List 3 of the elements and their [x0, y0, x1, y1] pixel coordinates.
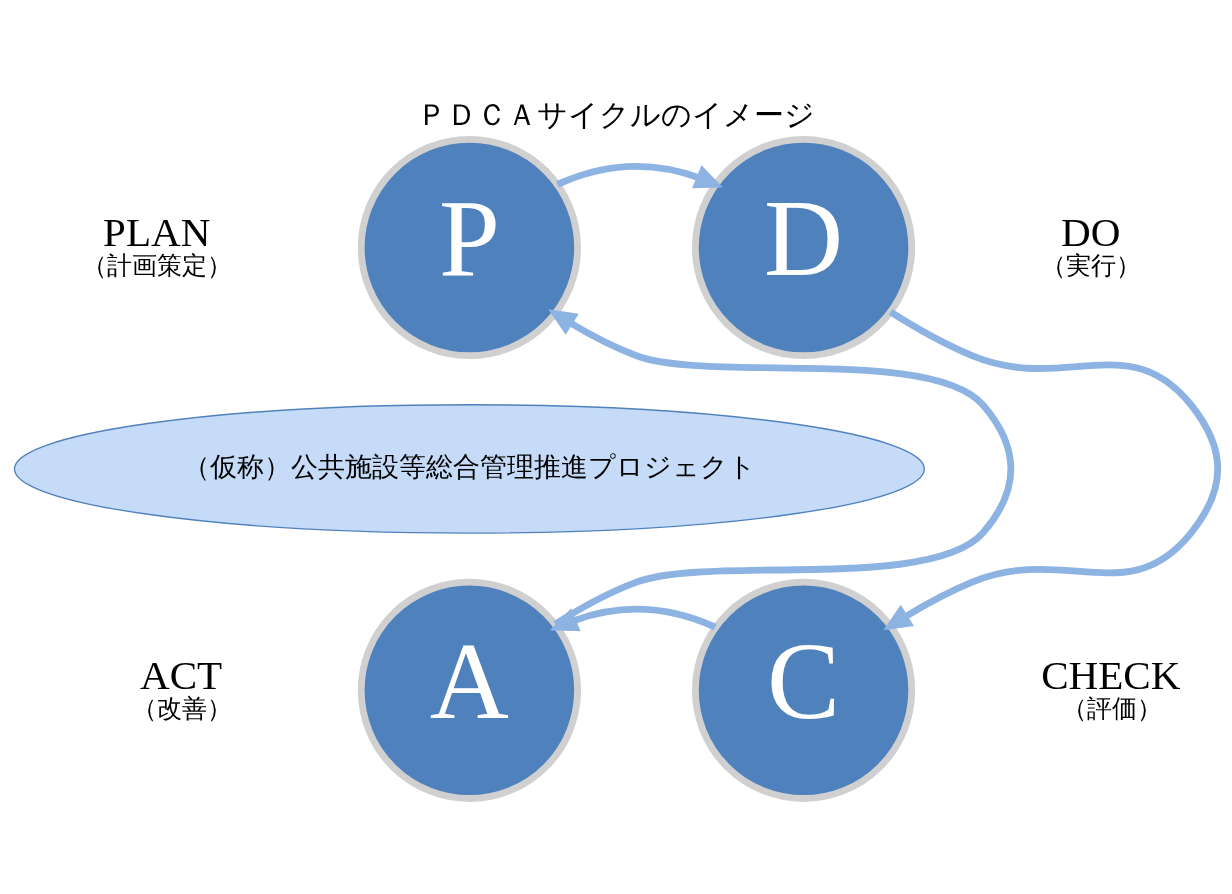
node-label: （改善） — [131, 693, 232, 723]
node-label: （評価） — [1061, 693, 1162, 723]
diagram-title: ＰＤＣＡサイクルのイメージ — [417, 97, 815, 133]
